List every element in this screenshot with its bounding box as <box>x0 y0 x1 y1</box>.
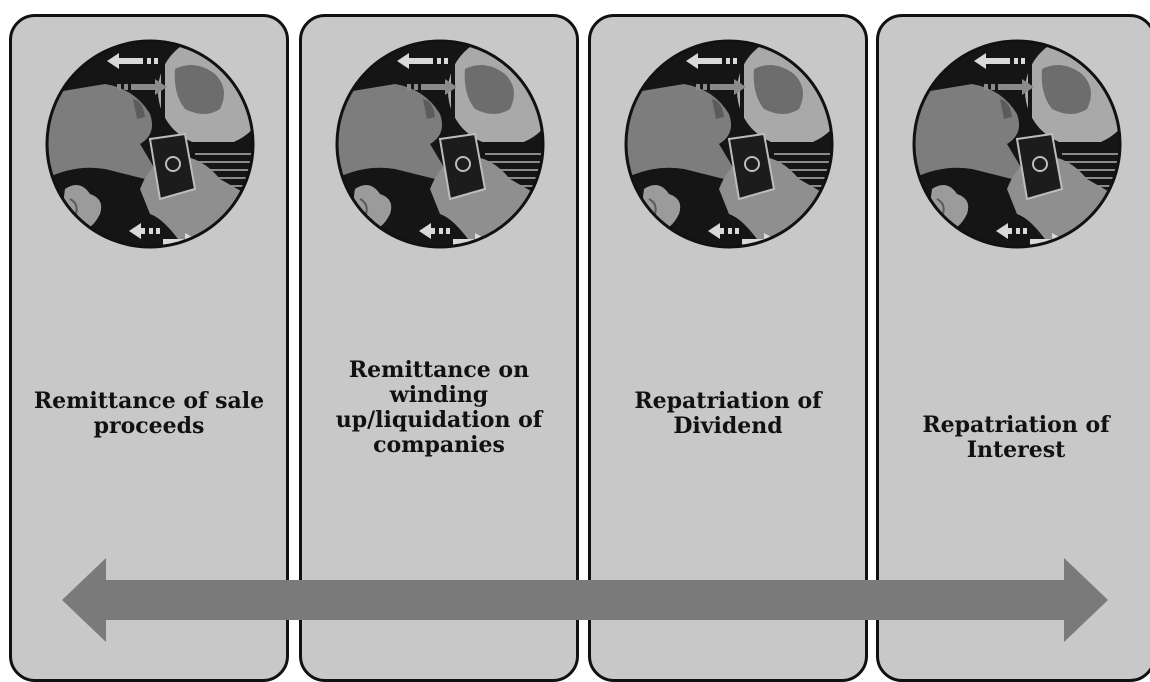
money-transfer-globe-icon <box>45 39 255 249</box>
panel-label: Remittance on winding up/liquidation of … <box>308 358 570 458</box>
panel-remittance-winding-up: Remittance on winding up/liquidation of … <box>299 14 579 682</box>
panel-repatriation-interest: Repatriation of Interest <box>876 14 1150 682</box>
money-transfer-globe-icon <box>624 39 834 249</box>
panel-remittance-sale-proceeds: Remittance of sale proceeds <box>9 14 289 682</box>
panel-label: Repatriation of Dividend <box>597 389 859 439</box>
panel-label: Remittance of sale proceeds <box>18 389 280 439</box>
panel-repatriation-dividend: Repatriation of Dividend <box>588 14 868 682</box>
money-transfer-globe-icon <box>335 39 545 249</box>
money-transfer-globe-icon <box>912 39 1122 249</box>
panel-label: Repatriation of Interest <box>885 413 1147 463</box>
